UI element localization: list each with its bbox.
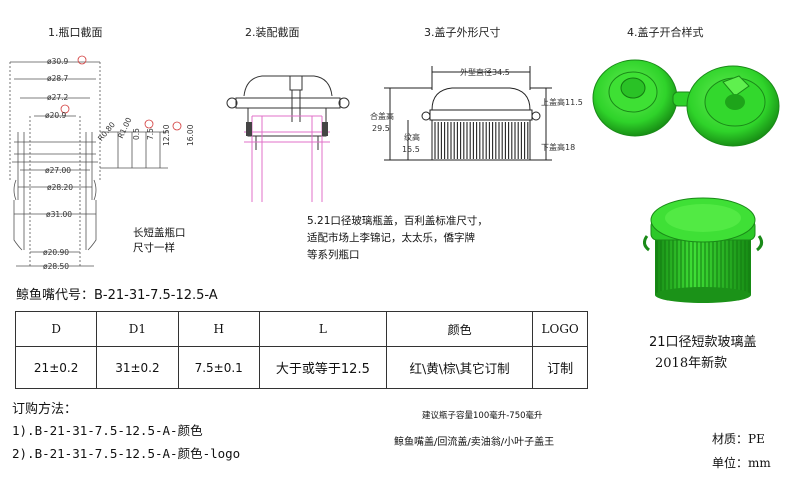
dim-cap-outer-diameter: 外型直径34.5 — [460, 68, 510, 77]
header-l: L — [258, 311, 387, 347]
spec-table: D D1 H L 颜色 LOGO 21±0.2 31±0.2 7.5±0.1 大… — [14, 311, 588, 389]
dim-neck-30-9: ø30.9 — [47, 57, 69, 66]
description-line-1: 5.21口径玻璃瓶盖，百利盖标准尺寸， — [307, 215, 488, 227]
dim-neck-7-5: 7.5 — [146, 128, 155, 140]
value-d1: 31±0.2 — [96, 346, 179, 389]
neck-note-line1: 长短盖瓶口 — [133, 227, 186, 239]
dim-cap-knurl: 15.5 — [402, 145, 420, 154]
suggested-capacity: 建议瓶子容量100毫升-750毫升 — [422, 411, 543, 421]
material-label: 材质：PE — [712, 432, 765, 446]
dim-neck-16-00: 16.00 — [186, 124, 195, 146]
order-method-line-2: 2).B-21-31-7.5-12.5-A-颜色-logo — [12, 446, 241, 461]
neck-note: 长短盖瓶口 尺寸一样 — [133, 226, 186, 256]
dim-cap-top-height: 上盖高11.5 — [541, 98, 583, 107]
header-h: H — [177, 311, 260, 347]
header-logo: LOGO — [532, 311, 588, 347]
cap-closed — [642, 197, 764, 303]
green-cap-illustrations — [592, 59, 780, 303]
product-title: 21口径短款玻璃盖 — [649, 335, 757, 350]
dim-neck-31-00: ø31.00 — [46, 210, 73, 219]
dim-cap-total-height-label: 合盖高 — [370, 112, 394, 121]
value-h: 7.5±0.1 — [177, 346, 260, 389]
order-method-line-1: 1).B-21-31-7.5-12.5-A-颜色 — [12, 423, 203, 438]
neck-note-line2: 尺寸一样 — [133, 242, 175, 254]
dim-cap-total-height: 29.5 — [372, 124, 390, 133]
section-title-cap-open-style: 4.盖子开合样式 — [627, 26, 704, 39]
product-year: 2018年新款 — [655, 356, 728, 371]
dim-neck-0-5: 0.5 — [132, 128, 141, 140]
dim-neck-20-90: ø20.90 — [43, 248, 70, 257]
value-d: 21±0.2 — [14, 346, 98, 389]
header-color: 颜色 — [385, 311, 534, 347]
spec-table-header-row: D D1 H L 颜色 LOGO — [14, 311, 588, 347]
compatibility-description: 5.21口径玻璃瓶盖，百利盖标准尺寸， 适配市场上李锦记，太太乐，僑字牌 等系列… — [307, 213, 488, 264]
brand-names: 鲸鱼嘴盖/回流盖/卖油翁/小叶子盖王 — [394, 437, 555, 448]
dim-neck-28-7: ø28.7 — [47, 74, 69, 83]
section-title-neck: 1.瓶口截面 — [48, 26, 103, 39]
dim-neck-12-50: 12.50 — [162, 124, 171, 146]
value-logo: 订制 — [532, 346, 588, 389]
dim-neck-28-50: ø28.50 — [43, 262, 70, 271]
assembly-section-drawing — [226, 75, 350, 202]
dim-neck-28-20: ø28.20 — [47, 183, 74, 192]
unit-label: 单位：mm — [712, 456, 771, 470]
section-title-assembly: 2.装配截面 — [245, 26, 300, 39]
cap-knurl-lines — [434, 122, 529, 159]
dim-cap-knurl-label: 纹高 — [404, 133, 420, 142]
description-line-3: 等系列瓶口 — [307, 249, 360, 261]
spec-table-value-row: 21±0.2 31±0.2 7.5±0.1 大于或等于12.5 红\黄\棕\其它… — [14, 346, 588, 389]
value-l: 大于或等于12.5 — [258, 346, 387, 389]
cap-dimension-drawing — [384, 66, 552, 161]
value-color: 红\黄\棕\其它订制 — [385, 346, 534, 389]
dim-cap-bottom-height: 下盖高18 — [541, 143, 576, 152]
order-method-title: 订购方法： — [12, 402, 78, 417]
dim-neck-27-2: ø27.2 — [47, 93, 69, 102]
dim-neck-27-00: ø27.00 — [45, 166, 72, 175]
header-d1: D1 — [96, 311, 179, 347]
product-code-line: 鲸鱼嘴代号：B-21-31-7.5-12.5-A — [16, 288, 218, 303]
header-d: D — [14, 311, 98, 347]
section-title-cap-dimensions: 3.盖子外形尺寸 — [424, 26, 501, 39]
description-line-2: 适配市场上李锦记，太太乐，僑字牌 — [307, 232, 475, 244]
neck-section-drawing — [9, 55, 182, 267]
dim-neck-20-9: ø20.9 — [45, 111, 67, 120]
